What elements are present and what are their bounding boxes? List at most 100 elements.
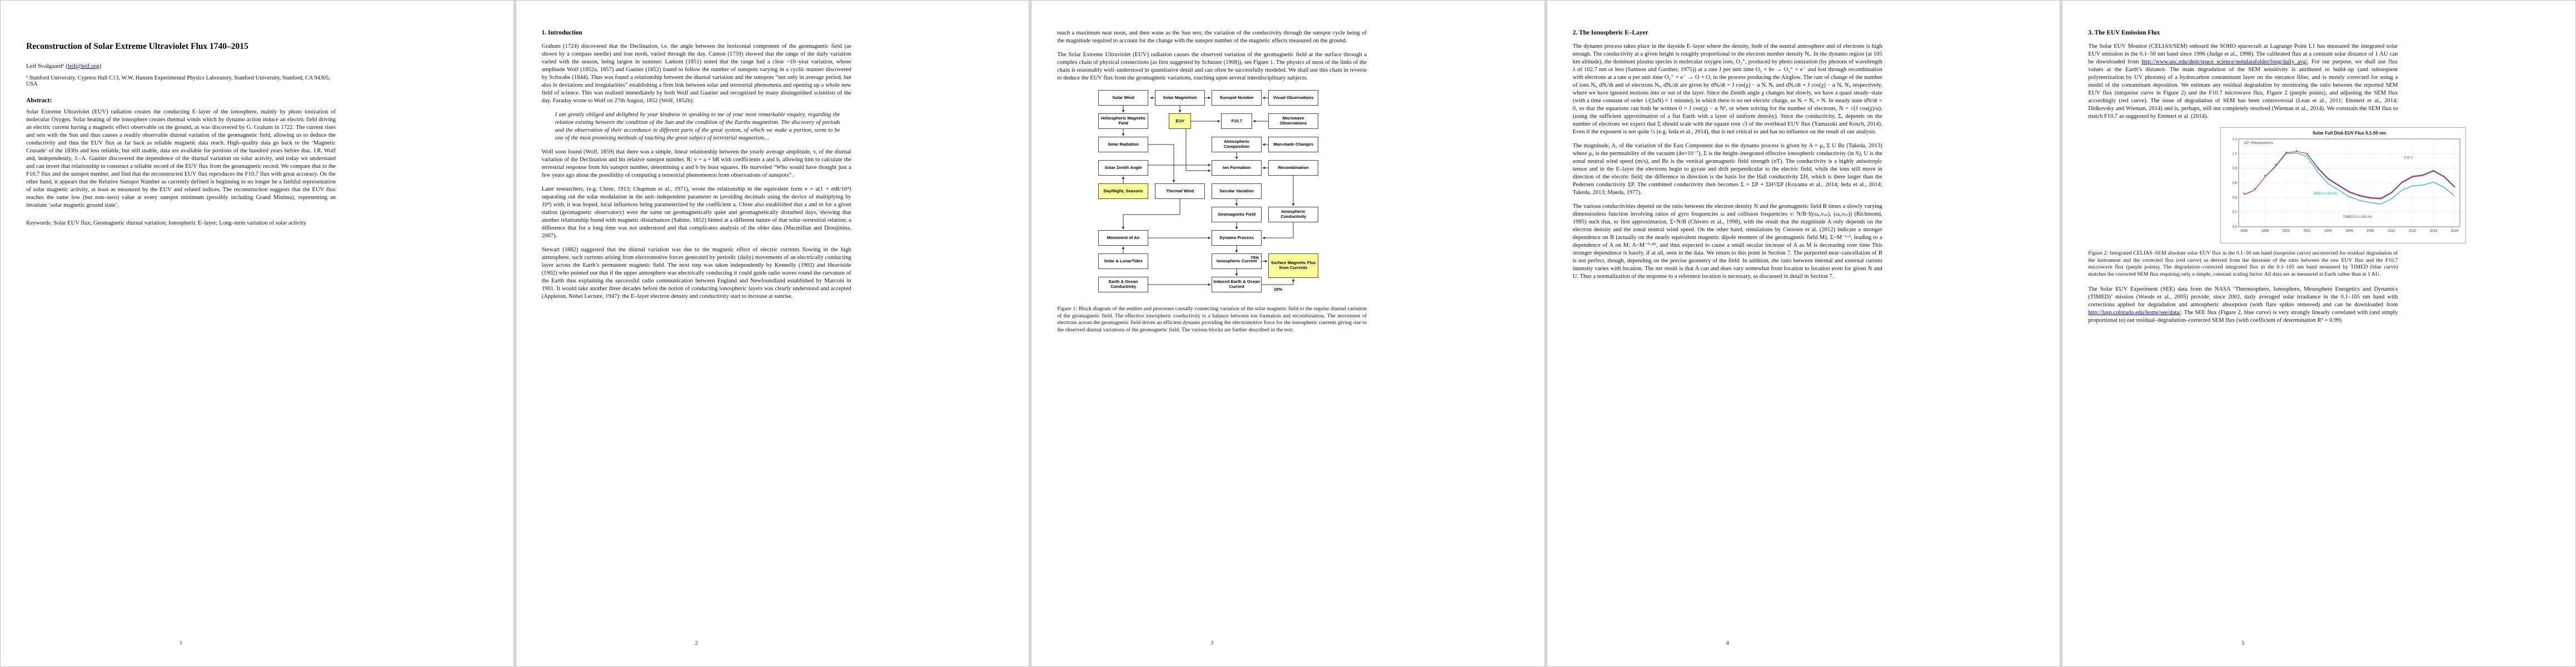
see-paragraph-text-pre: The Solar EUV Experiment (SEE) data from… (2088, 286, 2398, 308)
page-1-column: Reconstruction of Solar Extreme Ultravio… (26, 1, 336, 227)
svg-text:TIMED 0.1-105 nm: TIMED 0.1-105 nm (2343, 215, 2372, 219)
figure1-box-movement-of-air: Movement of Air (1098, 230, 1149, 246)
figure2-caption: Figure 2: Integrated CELIAS–SEM absolute… (2088, 250, 2398, 277)
abstract-text: Solar Extreme Ultraviolet (EUV) radiatio… (26, 109, 336, 208)
affiliation: ¹ Stanford University, Cypress Hall C13,… (26, 75, 331, 87)
svg-text:0.2: 0.2 (2233, 211, 2238, 215)
svg-text:Solar Full Disk EUV Flux 0.1-5: Solar Full Disk EUV Flux 0.1-50 nm (2313, 131, 2386, 136)
svg-text:2004: 2004 (2325, 230, 2333, 233)
figure1-box-euv: EUV (1169, 113, 1192, 129)
page-number-2: 2 (695, 640, 698, 646)
figure1-box-heliospheric-magnetic-field: Heliospheric Magnetic Field (1098, 113, 1149, 129)
figure1-box-sunspot-number: Sunspot Number (1212, 90, 1262, 106)
abstract-heading: Abstract: (26, 97, 52, 104)
figure1-block-diagram: Solar Wind Solar Magnetism Sunspot Numbe… (1097, 89, 1319, 297)
author-line: Leif Svalgaard¹ (leif@leif.org) (26, 63, 336, 69)
page-5: 3. The EUV Emission Flux The Solar EUV M… (2062, 0, 2576, 667)
figure1-box-day-night-seasons: Day/Night, Seasons (1098, 183, 1149, 199)
figure1-box-atmospheric-composition: Atmospheric Composition (1212, 137, 1262, 152)
elayer-paragraph-2: The magnitude, A, of the variation of th… (1572, 143, 1882, 196)
keywords-text: Keywords: Solar EUV flux; Geomagnetic di… (26, 220, 306, 226)
figure1-box-recombination: Recombination (1268, 160, 1319, 176)
page-3-column: reach a maximum near noon, and then wane… (1057, 1, 1367, 334)
figure1-box-ionospheric-conductivity: Ionospheric Conductivity (1268, 207, 1319, 222)
figure1-box-ion-formation: Ion Formation (1212, 160, 1262, 176)
figure1-label-25pct: 25% (1274, 287, 1283, 292)
figure1-box-surface-magnetic-flux: Surface Magnetic Flux from Currents (1268, 253, 1319, 278)
page-2-column: 1. Introduction Graham (1724) discovered… (542, 1, 851, 301)
svg-text:SEM 0.1-50 nm: SEM 0.1-50 nm (2314, 192, 2338, 196)
page-3: reach a maximum near noon, and then wane… (1031, 0, 1545, 667)
svg-text:1.2: 1.2 (2233, 138, 2238, 141)
svg-text:2006: 2006 (2346, 230, 2354, 233)
figure1-box-f107: F10.7 (1221, 113, 1253, 129)
figure1-box-ionospheric-current: Ionospheric Current (1212, 253, 1262, 269)
page-5-column: 3. The EUV Emission Flux The Solar EUV M… (2088, 1, 2467, 325)
sem-paragraph: The Solar EUV Monitor (CELIAS/SEM) onboa… (2088, 43, 2398, 121)
svg-text:1.0: 1.0 (2233, 152, 2238, 156)
elayer-paragraph-3: The various conductivities depend on the… (1572, 203, 1882, 280)
page-number-4: 4 (1726, 640, 1729, 646)
page-2: 1. Introduction Graham (1724) discovered… (515, 0, 1030, 667)
author-line-close: ) (99, 63, 102, 69)
figure1-box-solar-radiation: Solar Radiation (1098, 137, 1149, 152)
svg-text:0.4: 0.4 (2233, 196, 2238, 200)
figure1-box-man-made-changes: Man-made Changes (1268, 137, 1319, 152)
figure1-box-solar-wind: Solar Wind (1098, 90, 1149, 106)
figure1-box-earth-ocean-conductivity: Earth & Ocean Conductivity (1098, 277, 1149, 292)
figure1-box-solar-lunar-tides: Solar & LunarTides (1098, 253, 1149, 269)
svg-text:2012: 2012 (2409, 230, 2416, 233)
see-paragraph-text-post: . The SEE flux (Figure 2, blue curve) is… (2088, 310, 2398, 323)
svg-text:1998: 1998 (2261, 230, 2269, 233)
intro-paragraph-2: Wolf soon found (Wolf, 1859) that there … (541, 149, 851, 178)
svg-text:0.0: 0.0 (2233, 226, 2238, 229)
svg-text:0.8: 0.8 (2233, 167, 2238, 171)
figure1-box-solar-zenith-angle: Solar Zenith Angle (1098, 160, 1149, 176)
figure1-box-solar-magnetism: Solar Magnetism (1155, 90, 1205, 106)
intro-paragraph-4: Stewart (1882) suggested that the diurna… (541, 247, 851, 300)
svg-text:2010: 2010 (2388, 230, 2396, 233)
sem-paragraph-text-post: . For our purpose, we shall use flux val… (2088, 59, 2398, 120)
page-number-1: 1 (180, 640, 182, 646)
paper-title: Reconstruction of Solar Extreme Ultravio… (26, 42, 248, 51)
figure1-box-visual-observations: Visual Observations (1268, 90, 1319, 106)
sem-data-url-link[interactable]: http://www.usc.edu/dept/space_science/se… (2141, 59, 2308, 65)
page-number-3: 3 (1210, 640, 1214, 646)
page-4: 2. The Ionospheric E–Layer The dynamo pr… (1546, 0, 2061, 667)
figure1-label-75pct: 75% (1250, 255, 1259, 260)
svg-text:2002: 2002 (2304, 230, 2311, 233)
section-heading-euv-emission-flux: 3. The EUV Emission Flux (2088, 29, 2160, 36)
author-email-link[interactable]: leif@leif.org (67, 63, 99, 69)
section-heading-ionospheric-e-layer: 2. The Ionospheric E–Layer (1572, 29, 1648, 36)
figure1-box-induced-earth-ocean-current: Induced Earth & Ocean Current (1212, 277, 1262, 292)
figure1-caption: Figure 1: Block diagram of the entities … (1057, 306, 1367, 333)
svg-text:2008: 2008 (2367, 230, 2375, 233)
svg-text:2014: 2014 (2430, 230, 2438, 233)
figure1-box-thermal-wind: Thermal Wind (1155, 183, 1205, 199)
svg-text:2016: 2016 (2451, 230, 2459, 233)
see-data-url-link[interactable]: http://lasp.colorado.edu/home/see/data/ (2088, 310, 2181, 316)
continuation-paragraph: reach a maximum near noon, and then wane… (1057, 30, 1367, 44)
svg-text:10¹⁰ Photons/cm²/s: 10¹⁰ Photons/cm²/s (2244, 141, 2274, 145)
see-paragraph: The Solar EUV Experiment (SEE) data from… (2088, 286, 2398, 325)
svg-text:F10.7: F10.7 (2404, 156, 2413, 160)
page-number-5: 5 (2241, 640, 2245, 646)
svg-text:0.6: 0.6 (2233, 182, 2238, 185)
figure1-box-secular-variation: Secular Variation (1212, 183, 1262, 199)
author-name: Leif Svalgaard¹ ( (26, 63, 68, 69)
svg-text:1996: 1996 (2240, 230, 2248, 233)
faraday-quote: I am greatly obliged and delighted by yo… (555, 112, 840, 141)
elayer-paragraph-1: The dynamo process takes place in the da… (1572, 43, 1882, 135)
page-4-column: 2. The Ionospheric E–Layer The dynamo pr… (1573, 1, 1882, 281)
figure1-box-geomagnetic-field: Geomagnetic Field (1212, 207, 1262, 222)
euv-chain-paragraph: The Solar Extreme Ultraviolet (EUV) radi… (1057, 52, 1367, 81)
intro-paragraph-1: Graham (1724) discovered that the Declin… (541, 43, 851, 104)
sem-paragraph-text-pre: The Solar EUV Monitor (CELIAS/SEM) onboa… (2088, 43, 2398, 65)
figure1-arrows (1122, 96, 1295, 286)
page-1: Reconstruction of Solar Extreme Ultravio… (0, 0, 514, 667)
intro-paragraph-3: Later researchers, (e.g. Chree, 1913; Ch… (541, 186, 851, 239)
figure1-box-dynamo-process: Dynamo Process (1212, 230, 1262, 246)
